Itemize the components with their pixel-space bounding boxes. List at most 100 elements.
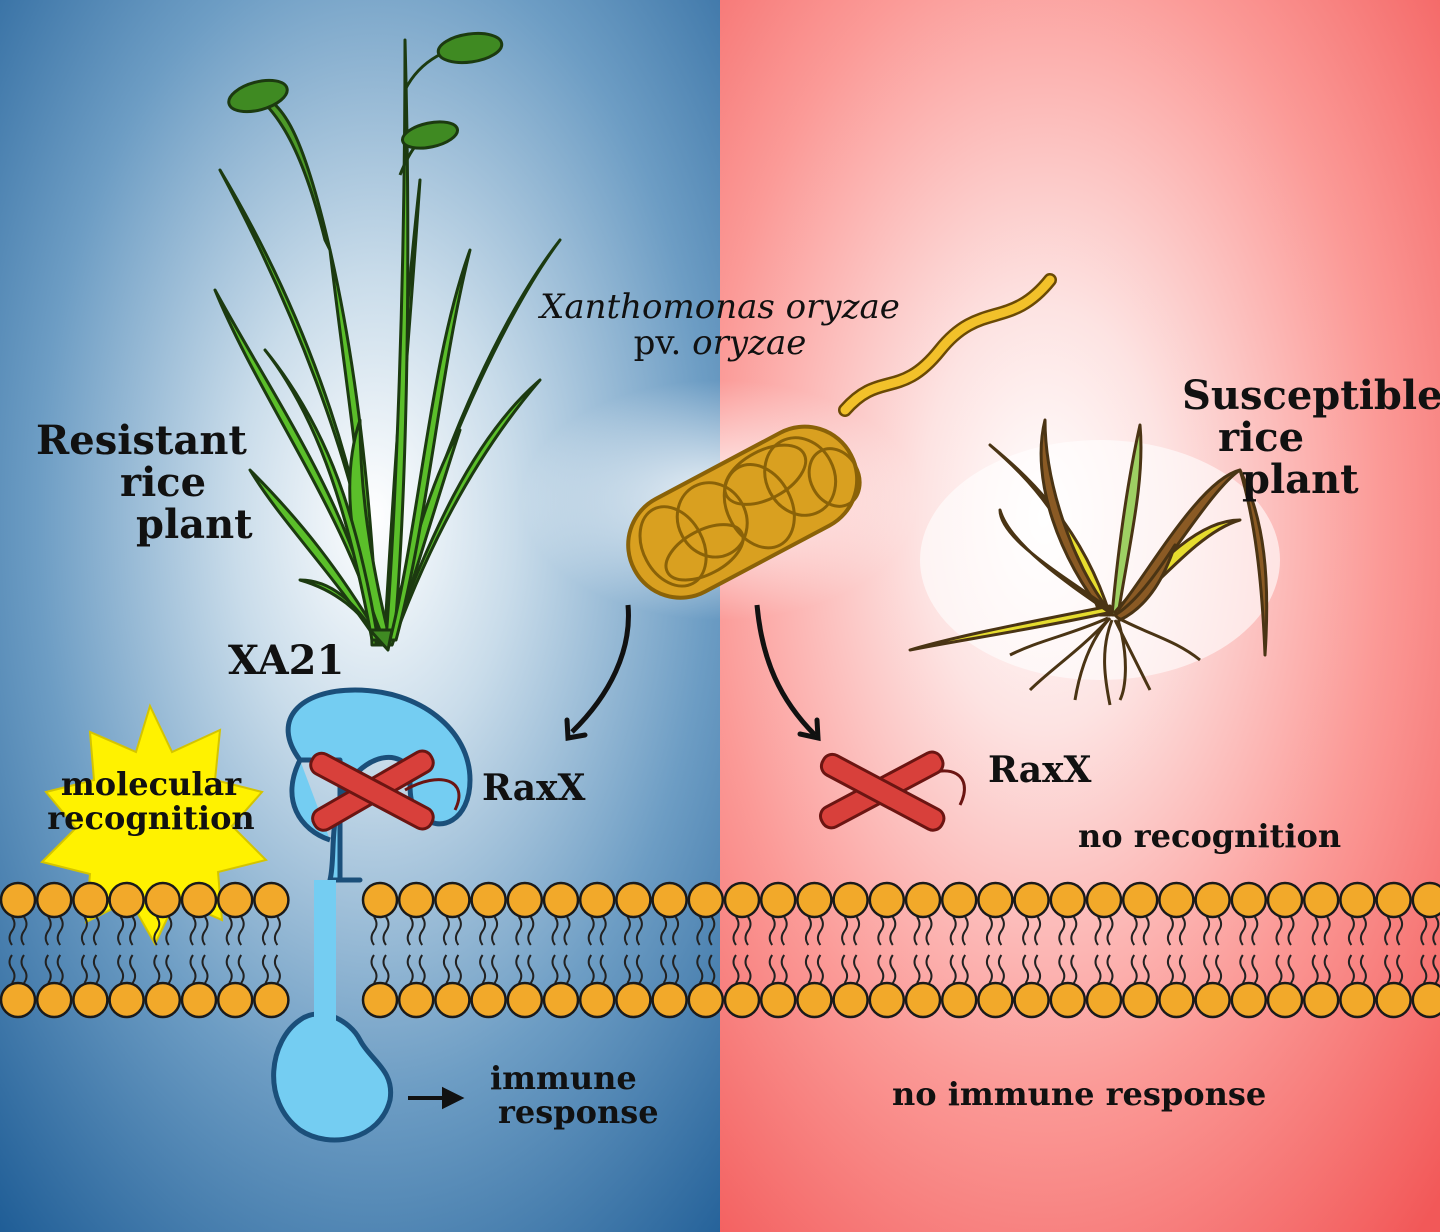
lipid-head: [108, 881, 145, 919]
lipid-tail: [985, 954, 993, 984]
lipid-tail: [1094, 954, 1102, 984]
lipid-tail: [1070, 954, 1078, 984]
lipid-tail: [587, 916, 595, 946]
lipid-head: [542, 981, 580, 1019]
susceptible-label-line3: plant: [1242, 456, 1359, 503]
lipid-head: [796, 881, 833, 919]
lipid-head: [1049, 881, 1087, 919]
lipid-tail: [949, 916, 957, 946]
lipid-tail: [672, 954, 680, 984]
lipid-tail: [889, 954, 897, 984]
lipid-tail: [153, 916, 161, 946]
lipid-tail: [1275, 954, 1283, 984]
susceptible-label-line2: rice: [1218, 414, 1305, 461]
raxx-label-right: RaxX: [988, 749, 1092, 791]
lipid-tail: [237, 916, 245, 946]
lipid-head: [723, 981, 761, 1019]
lipid-tail: [1311, 916, 1319, 946]
susceptible-label-line1: Susceptible: [1182, 372, 1440, 419]
lipid-tail: [997, 954, 1005, 984]
lipid-tail: [804, 954, 812, 984]
lipid-tail: [1058, 916, 1066, 946]
lipid-tail: [1034, 916, 1042, 946]
lipid-head: [1411, 881, 1440, 919]
lipid-tail: [1106, 916, 1114, 946]
lipid-tail: [1142, 954, 1150, 984]
xa21-transmembrane-domain: [314, 880, 336, 1000]
lipid-head: [1085, 881, 1123, 919]
lipid-tail: [660, 954, 668, 984]
lipid-tail: [1178, 916, 1186, 946]
lipid-head: [0, 881, 37, 919]
lipid-tail: [1239, 916, 1247, 946]
lipid-tail: [189, 954, 197, 984]
lipid-head: [180, 881, 218, 919]
lipid-head: [108, 981, 145, 1019]
lipid-tail: [406, 954, 414, 984]
lipid-head: [1085, 981, 1123, 1019]
lipid-tail: [527, 954, 535, 984]
lipid-tail: [961, 954, 969, 984]
lipid-tail: [527, 916, 535, 946]
lipid-tail: [623, 954, 631, 984]
lipid-tail: [1311, 954, 1319, 984]
lipid-head: [434, 981, 471, 1019]
lipid-tail: [563, 954, 571, 984]
lipid-tail: [1384, 916, 1392, 946]
lipid-head: [397, 981, 435, 1019]
lipid-tail: [1287, 916, 1295, 946]
lipid-tail: [877, 954, 885, 984]
lipid-tail: [841, 916, 849, 946]
lipid-tail: [1034, 954, 1042, 984]
lipid-tail: [44, 954, 52, 984]
lipid-tail: [165, 954, 173, 984]
lipid-tail: [201, 954, 209, 984]
lipid-head: [1049, 981, 1087, 1019]
lipid-head: [216, 981, 254, 1019]
lipid-tail: [165, 916, 173, 946]
lipid-head: [1375, 881, 1412, 919]
lipid-tail: [599, 954, 607, 984]
lipid-tail: [768, 916, 776, 946]
lipid-tail: [1178, 954, 1186, 984]
lipid-tail: [841, 954, 849, 984]
lipid-tail: [985, 916, 993, 946]
lipid-tail: [1106, 954, 1114, 984]
lipid-head: [72, 881, 109, 919]
lipid-tail: [1166, 954, 1174, 984]
lipid-tail: [153, 954, 161, 984]
lipid-tail: [515, 916, 523, 946]
lipid-tail: [80, 954, 88, 984]
lipid-head: [506, 981, 544, 1019]
lipid-tail: [660, 916, 668, 946]
lipid-tail: [551, 916, 559, 946]
bacterium-species: Xanthomonas oryzae: [540, 287, 900, 327]
lipid-head: [434, 881, 471, 919]
lipid-head: [253, 881, 290, 919]
lipid-tail: [1130, 916, 1138, 946]
lipid-tail: [961, 916, 969, 946]
lipid-head: [1121, 981, 1159, 1019]
lipid-tail: [491, 916, 499, 946]
lipid-tail: [8, 916, 16, 946]
lipid-head: [868, 881, 906, 919]
lipid-tail: [672, 916, 680, 946]
lipid-tail: [1359, 916, 1367, 946]
lipid-head: [832, 881, 869, 919]
resistant-plant-label: Resistant rice plant: [36, 420, 256, 546]
lipid-tail: [732, 954, 740, 984]
lipid-tail: [913, 954, 921, 984]
lipid-tail: [442, 916, 450, 946]
lipid-tail: [515, 954, 523, 984]
lipid-tail: [708, 954, 716, 984]
no-immune-response-label: no immune response: [892, 1075, 1267, 1113]
lipid-tail: [780, 916, 788, 946]
lipid-head: [687, 981, 725, 1019]
lipid-head: [542, 881, 580, 919]
immune-response-arrow: [408, 1086, 465, 1110]
bacterium-pathovar: oryzae: [692, 322, 807, 363]
lipid-tail: [744, 916, 752, 946]
lipid-tail: [1203, 954, 1211, 984]
lipid-tail: [1396, 954, 1404, 984]
